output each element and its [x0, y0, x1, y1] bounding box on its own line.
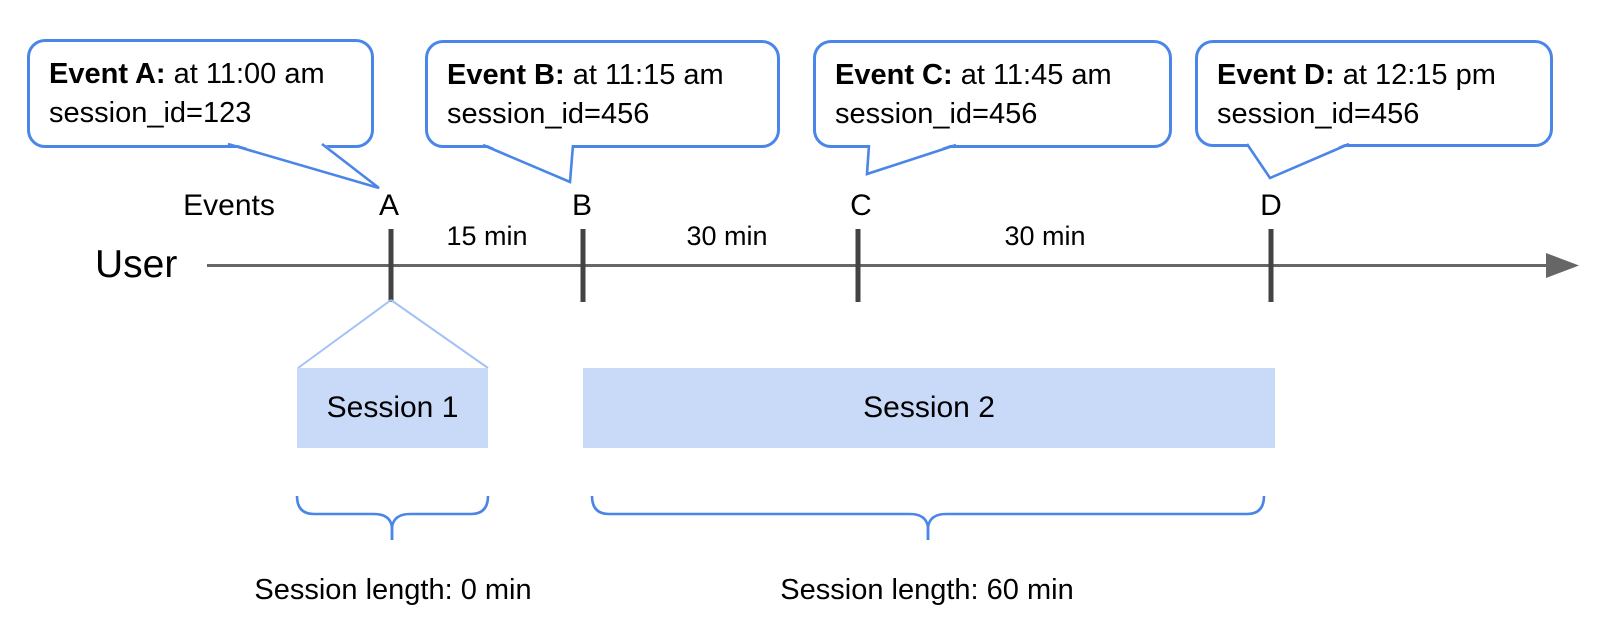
callout-event-a-time: at 11:00 am	[173, 58, 325, 90]
session-1-label: Session 1	[326, 391, 459, 424]
event-letter-b: B	[571, 189, 593, 222]
session-2-brace-icon	[590, 495, 1266, 540]
session-1-box: Session 1	[297, 368, 488, 448]
interval-label-c-d: 30 min	[1004, 221, 1086, 251]
callout-event-a-session-id: session_id=123	[49, 97, 252, 129]
callout-event-d-time: at 12:15 pm	[1342, 59, 1496, 91]
session-1-length-label: Session length: 0 min	[254, 574, 532, 606]
events-label: Events	[183, 189, 275, 222]
event-letter-c: C	[850, 189, 872, 222]
callout-tail-d-icon	[1245, 142, 1350, 180]
callout-event-d-session-id: session_id=456	[1217, 98, 1420, 130]
callout-event-a: Event A: at 11:00 am session_id=123	[27, 39, 374, 148]
session-2-label: Session 2	[863, 391, 995, 424]
callout-event-c: Event C: at 11:45 am session_id=456	[813, 40, 1172, 148]
callout-event-c-title: Event C:	[835, 59, 953, 91]
session-1-expansion-lines	[297, 299, 489, 369]
callout-event-b: Event B: at 11:15 am session_id=456	[425, 40, 780, 148]
callout-event-a-title: Event A:	[49, 58, 166, 90]
callout-event-c-time: at 11:45 am	[960, 59, 1112, 91]
event-letter-a: A	[378, 189, 400, 222]
callout-event-b-time: at 11:15 am	[572, 59, 724, 91]
event-letter-d: D	[1260, 189, 1282, 222]
user-label: User	[95, 243, 178, 286]
callout-event-b-session-id: session_id=456	[447, 98, 650, 130]
interval-label-a-b: 15 min	[446, 221, 528, 251]
timeline-arrowhead-icon	[1546, 253, 1579, 278]
interval-label-b-c: 30 min	[686, 221, 768, 251]
callout-event-d: Event D: at 12:15 pm session_id=456	[1195, 40, 1553, 147]
callout-event-c-line1: Event C: at 11:45 am	[835, 56, 1151, 95]
callout-event-d-line1: Event D: at 12:15 pm	[1217, 56, 1532, 95]
callout-event-a-line1: Event A: at 11:00 am	[49, 55, 353, 94]
callout-event-c-session-id: session_id=456	[835, 98, 1038, 130]
callout-tail-a-icon	[227, 142, 380, 190]
callout-tail-b-icon	[482, 143, 575, 184]
session-2-box: Session 2	[583, 368, 1275, 448]
callout-event-d-title: Event D:	[1217, 59, 1335, 91]
callout-event-b-line1: Event B: at 11:15 am	[447, 56, 759, 95]
session-2-length-label: Session length: 60 min	[780, 574, 1074, 606]
callout-event-b-title: Event B:	[447, 59, 565, 91]
session-1-brace-icon	[295, 495, 490, 540]
